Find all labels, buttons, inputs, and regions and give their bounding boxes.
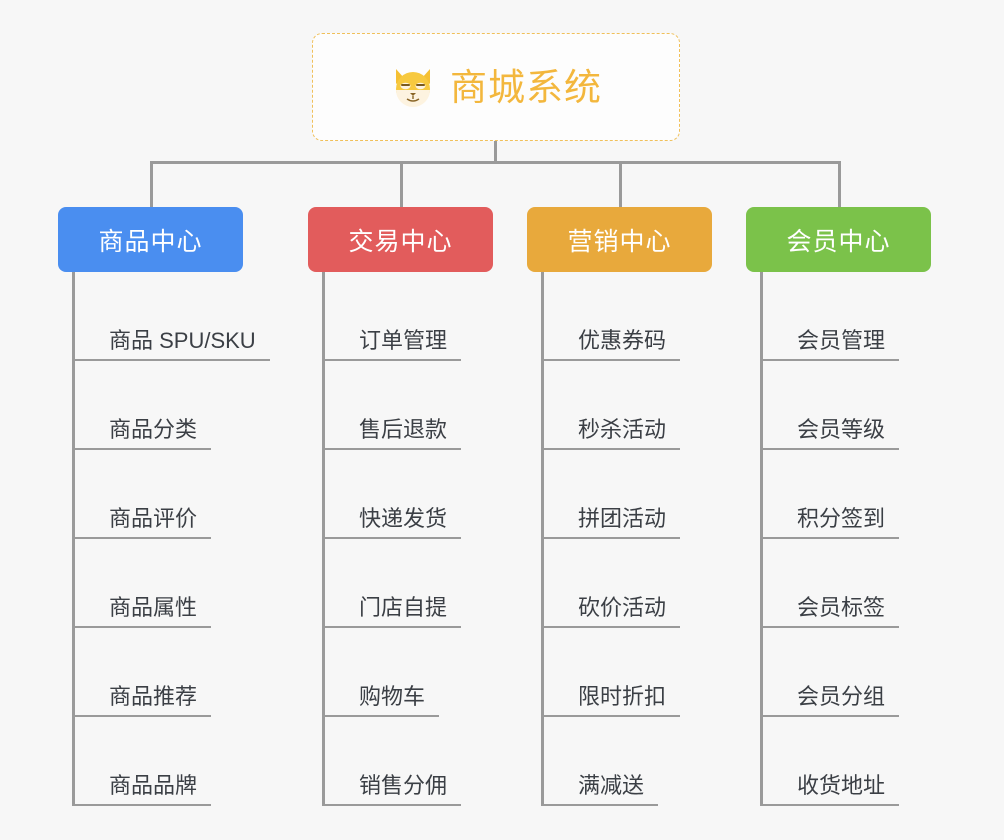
leaf-item-underline	[325, 537, 461, 539]
leaf-item-label: 会员标签	[797, 595, 886, 620]
leaf-item-label: 商品推荐	[109, 684, 198, 709]
leaf-item-label: 会员管理	[797, 328, 886, 353]
leaf-item-underline	[763, 626, 899, 628]
leaf-item-label: 商品分类	[109, 417, 198, 442]
leaf-item-underline	[544, 359, 680, 361]
leaf-item-label: 会员分组	[797, 684, 886, 709]
leaf-item[interactable]: 订单管理	[325, 272, 493, 361]
column-product-center: 商品中心商品 SPU/SKU 商品分类商品评价商品属性商品推荐商品品牌	[58, 207, 270, 806]
leaf-item-underline	[325, 359, 461, 361]
leaf-item-underline	[75, 359, 270, 361]
leaf-item-label: 订单管理	[359, 328, 448, 353]
category-title: 交易中心	[348, 227, 453, 256]
column-trade-center: 交易中心订单管理售后退款快递发货门店自提购物车销售分佣	[308, 207, 493, 806]
leaf-item-underline	[763, 715, 899, 717]
root-node[interactable]: 商城系统	[312, 33, 680, 141]
leaf-item-label: 商品品牌	[109, 773, 198, 798]
leaf-item[interactable]: 拼团活动	[544, 450, 712, 539]
category-title: 商品中心	[98, 227, 203, 256]
leaf-item[interactable]: 商品品牌	[75, 717, 256, 806]
leaf-item-underline	[325, 626, 461, 628]
leaf-item-label: 限时折扣	[578, 684, 667, 709]
connector-bus	[150, 161, 841, 164]
leaf-list: 优惠券码秒杀活动拼团活动砍价活动限时折扣满减送	[541, 272, 712, 806]
leaf-item[interactable]: 商品评价	[75, 450, 256, 539]
leaf-item-label: 销售分佣	[359, 773, 448, 798]
leaf-item-underline	[75, 715, 211, 717]
leaf-item-underline	[763, 804, 899, 806]
category-card-product-center[interactable]: 商品中心	[58, 207, 243, 272]
category-card-trade-center[interactable]: 交易中心	[308, 207, 493, 272]
connector-stem	[494, 141, 497, 163]
leaf-item-underline	[544, 804, 658, 806]
leaf-item-underline	[75, 537, 211, 539]
leaf-item-label: 秒杀活动	[578, 417, 667, 442]
leaf-item-underline	[544, 626, 680, 628]
leaf-item-underline	[325, 804, 461, 806]
leaf-item-underline	[325, 448, 461, 450]
leaf-item-label: 商品 SPU/SKU	[109, 328, 256, 353]
leaf-item[interactable]: 秒杀活动	[544, 361, 712, 450]
leaf-item[interactable]: 购物车	[325, 628, 493, 717]
leaf-item[interactable]: 会员管理	[763, 272, 931, 361]
leaf-list: 订单管理售后退款快递发货门店自提购物车销售分佣	[322, 272, 493, 806]
leaf-item-label: 会员等级	[797, 417, 886, 442]
leaf-item-label: 购物车	[359, 684, 426, 709]
leaf-item[interactable]: 会员标签	[763, 539, 931, 628]
leaf-item[interactable]: 优惠券码	[544, 272, 712, 361]
category-card-marketing-center[interactable]: 营销中心	[527, 207, 712, 272]
connector-drop-product-center	[150, 161, 153, 207]
leaf-item-label: 售后退款	[359, 417, 448, 442]
category-title: 营销中心	[567, 227, 672, 256]
leaf-item-label: 优惠券码	[578, 328, 667, 353]
leaf-item-underline	[75, 448, 211, 450]
category-card-member-center[interactable]: 会员中心	[746, 207, 931, 272]
leaf-item-underline	[763, 359, 899, 361]
leaf-list: 会员管理会员等级积分签到会员标签会员分组收货地址	[760, 272, 931, 806]
column-member-center: 会员中心会员管理会员等级积分签到会员标签会员分组收货地址	[746, 207, 931, 806]
leaf-item-label: 砍价活动	[578, 595, 667, 620]
category-title: 会员中心	[786, 227, 891, 256]
leaf-item-underline	[763, 537, 899, 539]
leaf-item-underline	[75, 626, 211, 628]
leaf-item-label: 收货地址	[797, 773, 886, 798]
leaf-item-underline	[544, 448, 680, 450]
leaf-list: 商品 SPU/SKU 商品分类商品评价商品属性商品推荐商品品牌	[72, 272, 270, 806]
leaf-item-underline	[544, 537, 680, 539]
leaf-item-label: 积分签到	[797, 506, 886, 531]
leaf-item-label: 满减送	[578, 773, 645, 798]
leaf-item[interactable]: 商品推荐	[75, 628, 256, 717]
leaf-item[interactable]: 限时折扣	[544, 628, 712, 717]
leaf-item-underline	[763, 448, 899, 450]
column-marketing-center: 营销中心优惠券码秒杀活动拼团活动砍价活动限时折扣满减送	[527, 207, 712, 806]
leaf-item[interactable]: 快递发货	[325, 450, 493, 539]
leaf-item[interactable]: 收货地址	[763, 717, 931, 806]
connector-drop-marketing-center	[619, 161, 622, 207]
leaf-item[interactable]: 会员分组	[763, 628, 931, 717]
leaf-item-underline	[325, 715, 439, 717]
leaf-item[interactable]: 售后退款	[325, 361, 493, 450]
leaf-item[interactable]: 会员等级	[763, 361, 931, 450]
leaf-item[interactable]: 商品分类	[75, 361, 256, 450]
leaf-item-label: 快递发货	[359, 506, 448, 531]
connector-drop-member-center	[838, 161, 841, 207]
leaf-item-underline	[75, 804, 211, 806]
leaf-item[interactable]: 门店自提	[325, 539, 493, 628]
leaf-item[interactable]: 积分签到	[763, 450, 931, 539]
leaf-item[interactable]: 销售分佣	[325, 717, 493, 806]
connector-drop-trade-center	[400, 161, 403, 207]
leaf-item-label: 商品评价	[109, 506, 198, 531]
dog-face-icon	[390, 64, 436, 110]
leaf-item[interactable]: 砍价活动	[544, 539, 712, 628]
leaf-item-underline	[544, 715, 680, 717]
leaf-item[interactable]: 商品属性	[75, 539, 256, 628]
leaf-item[interactable]: 商品 SPU/SKU	[75, 272, 270, 361]
root-title: 商城系统	[450, 66, 602, 108]
leaf-item-label: 商品属性	[109, 595, 198, 620]
leaf-item-label: 门店自提	[359, 595, 448, 620]
leaf-item-label: 拼团活动	[578, 506, 667, 531]
leaf-item[interactable]: 满减送	[544, 717, 712, 806]
